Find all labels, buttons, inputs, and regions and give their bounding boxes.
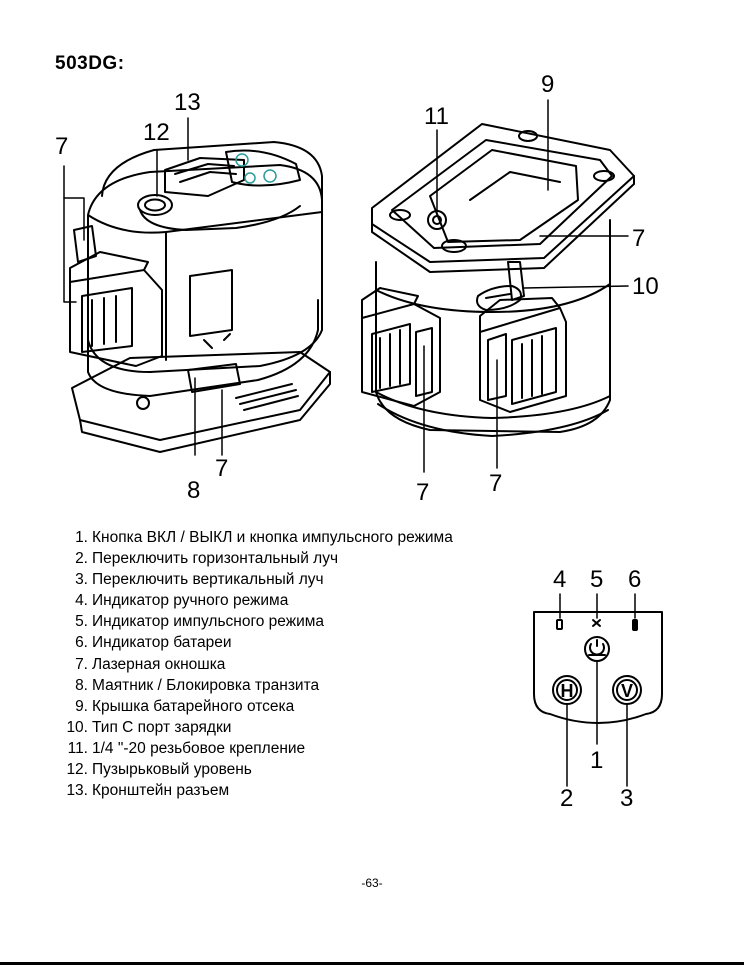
parts-legend: 1.Кнопка ВКЛ / ВЫКЛ и кнопка импульсного… — [52, 527, 453, 801]
callout-12: 12 — [143, 119, 170, 146]
callout-11: 11 — [424, 103, 449, 130]
legend-item: 11.1/4 "-20 резьбовое крепление — [67, 739, 306, 757]
legend-item: 2.Переключить горизонтальный луч — [75, 550, 339, 568]
callout-13: 13 — [174, 89, 201, 116]
legend-item: 1.Кнопка ВКЛ / ВЫКЛ и кнопка импульсного… — [75, 529, 453, 546]
legend-item: 12.Пузырьковый уровень — [66, 761, 252, 779]
panel-callout-2: 2 — [560, 785, 573, 812]
right-device-drawing — [361, 123, 635, 437]
legend-item: 8.Маятник / Блокировка транзита — [75, 676, 320, 694]
page-number: -63- — [361, 876, 383, 890]
v-button-label: V — [621, 681, 633, 701]
callout-10: 10 — [632, 273, 659, 300]
legend-item: 9.Крышка батарейного отсека — [75, 697, 295, 715]
panel-callout-5: 5 — [590, 566, 603, 593]
callout-7-left: 7 — [55, 133, 68, 160]
callout-7-bottom-mid: 7 — [416, 479, 429, 506]
legend-item: 13.Кронштейн разъем — [66, 782, 230, 800]
model-title: 503DG: — [55, 53, 125, 74]
h-button-label: H — [561, 681, 574, 701]
legend-item: 10.Тип С порт зарядки — [66, 718, 232, 736]
panel-callout-6: 6 — [628, 566, 641, 593]
legend-item: 6.Индикатор батареи — [75, 634, 232, 652]
panel-callout-1: 1 — [590, 747, 603, 774]
legend-item: 4.Индикатор ручного режима — [75, 592, 289, 610]
control-panel-drawing — [533, 593, 663, 787]
bottom-divider — [0, 962, 744, 965]
callout-7-bottom-right: 7 — [489, 470, 502, 497]
callout-7-bottom-left: 7 — [215, 455, 228, 482]
panel-callout-3: 3 — [620, 785, 633, 812]
callout-9: 9 — [541, 71, 554, 98]
callout-8: 8 — [187, 477, 200, 504]
legend-item: 7.Лазерная окношка — [75, 655, 226, 673]
panel-callout-4: 4 — [553, 566, 566, 593]
legend-item: 3.Переключить вертикальный луч — [75, 571, 324, 589]
left-device-drawing — [69, 141, 331, 453]
legend-item: 5.Индикатор импульсного режима — [75, 613, 325, 631]
callout-7-right-top: 7 — [632, 225, 645, 252]
